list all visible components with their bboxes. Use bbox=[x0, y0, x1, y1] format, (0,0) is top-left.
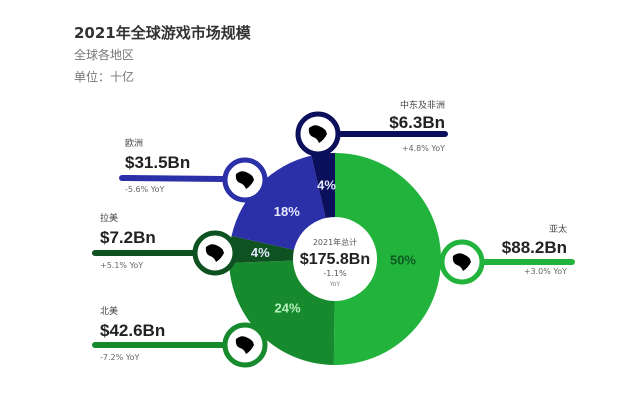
region-value: $42.6Bn bbox=[100, 321, 165, 340]
region-yoy: +4.8% YoY bbox=[402, 144, 445, 153]
center-hole bbox=[293, 217, 377, 301]
region-name: 北美 bbox=[100, 305, 118, 317]
callout-line bbox=[119, 175, 226, 182]
region-value: $88.2Bn bbox=[502, 238, 567, 257]
percent-label: 4% bbox=[251, 245, 270, 260]
latin-america-map-icon bbox=[205, 244, 224, 262]
north-america-map-icon bbox=[235, 336, 254, 354]
region-yoy: +3.0% YoY bbox=[524, 267, 567, 276]
region-value: $6.3Bn bbox=[389, 113, 445, 132]
center-change-unit: YoY bbox=[329, 281, 341, 288]
pie-slice bbox=[333, 153, 442, 365]
unit-label: 单位：十亿 bbox=[74, 70, 135, 84]
center-change: -1.1% bbox=[323, 269, 347, 278]
center-total: $175.8Bn bbox=[300, 251, 370, 268]
center-label: 2021年总计 bbox=[313, 237, 357, 247]
percent-label: 18% bbox=[274, 204, 300, 219]
percent-label: 24% bbox=[275, 301, 301, 316]
africa-map-icon bbox=[308, 125, 327, 143]
region-name: 欧洲 bbox=[125, 137, 143, 149]
region-value: $7.2Bn bbox=[100, 228, 156, 247]
region-yoy: +5.1% YoY bbox=[100, 261, 143, 270]
region-name: 拉美 bbox=[100, 212, 118, 224]
chart-title: 2021年全球游戏市场规模 bbox=[74, 24, 251, 42]
percent-label: 4% bbox=[317, 177, 336, 192]
region-yoy: -7.2% YoY bbox=[100, 353, 139, 362]
region-yoy: -5.6% YoY bbox=[125, 185, 164, 194]
region-name: 中东及非洲 bbox=[400, 99, 445, 111]
region-name: 亚太 bbox=[549, 223, 567, 235]
europe-map-icon bbox=[235, 171, 254, 189]
asia-pacific-map-icon bbox=[452, 253, 471, 271]
chart-subtitle: 全球各地区 bbox=[74, 48, 135, 62]
percent-label: 50% bbox=[390, 252, 416, 267]
region-value: $31.5Bn bbox=[125, 153, 190, 172]
